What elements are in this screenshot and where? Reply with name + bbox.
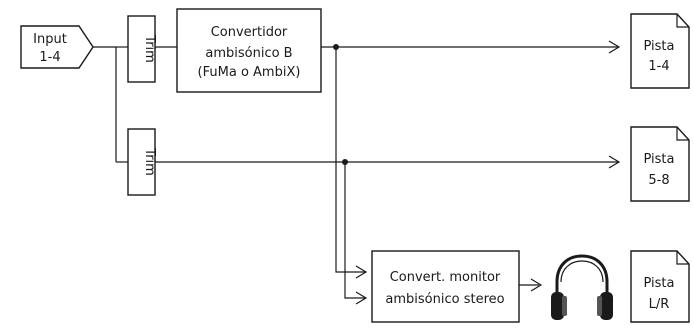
track-2-channels: 5-8 xyxy=(648,173,669,188)
converter-line2: ambisónico B xyxy=(205,46,292,61)
monitor-converter-box xyxy=(371,250,520,323)
track-5-8: Pista 5-8 xyxy=(630,126,690,202)
junction-dot-lower xyxy=(342,159,348,165)
track-3-label: Pista xyxy=(643,276,674,291)
track-1-label: Pista xyxy=(643,39,674,54)
input-node: Input 1-4 xyxy=(20,25,94,69)
trim-top: Trim xyxy=(127,15,157,83)
wire-tap-lower xyxy=(344,162,365,299)
arrow-monitor-lower xyxy=(355,291,368,305)
monitor-converter: Convert. monitor ambisónico stereo xyxy=(371,250,520,323)
converter-line3: (FuMa o AmbiX) xyxy=(198,65,301,80)
junction-dot-upper xyxy=(333,44,339,50)
connections xyxy=(92,46,618,299)
track-1-channels: 1-4 xyxy=(648,59,669,74)
headphones-left-cup xyxy=(551,292,564,320)
headphones-band xyxy=(555,254,609,298)
arrow-track-2 xyxy=(608,155,621,169)
input-label: Input xyxy=(33,32,67,47)
trim-top-label: Trim xyxy=(142,34,157,63)
arrowheads xyxy=(355,40,621,305)
arrow-headphones xyxy=(530,278,543,292)
wire-tap-upper xyxy=(335,47,365,273)
arrow-track-1 xyxy=(608,40,621,54)
input-shape xyxy=(20,25,94,69)
trim-bottom: Trim xyxy=(127,128,157,196)
headphones-right-pad xyxy=(597,296,602,316)
converter-box xyxy=(176,8,322,93)
ambisonic-converter: Convertidor ambisónico B (FuMa o AmbiX) xyxy=(176,8,322,93)
trim-bottom-label: Trim xyxy=(142,147,157,176)
track-2-label: Pista xyxy=(643,152,674,167)
trim-bottom-box xyxy=(127,128,156,196)
track-3-doc-fold xyxy=(676,251,689,265)
track-2-doc-icon xyxy=(630,126,690,202)
input-channels: 1-4 xyxy=(39,50,60,65)
track-2-doc-fold xyxy=(676,127,689,141)
monitor-converter-line1: Convert. monitor xyxy=(390,270,501,285)
track-lr: Pista L/R xyxy=(630,250,690,323)
monitor-converter-line2: ambisónico stereo xyxy=(385,292,504,307)
arrow-monitor-upper xyxy=(355,265,368,279)
headphones-band-inner xyxy=(560,260,604,283)
track-3-channels: L/R xyxy=(649,297,670,312)
track-1-doc-fold xyxy=(676,14,689,28)
converter-line1: Convertidor xyxy=(211,25,288,40)
track-1-doc-icon xyxy=(630,13,690,89)
track-1-4: Pista 1-4 xyxy=(630,13,690,89)
headphones-left-pad xyxy=(562,296,567,316)
trim-top-box xyxy=(127,15,156,83)
track-3-doc-icon xyxy=(630,250,690,323)
headphones-right-cup xyxy=(600,292,613,320)
headphones-icon xyxy=(551,254,613,320)
